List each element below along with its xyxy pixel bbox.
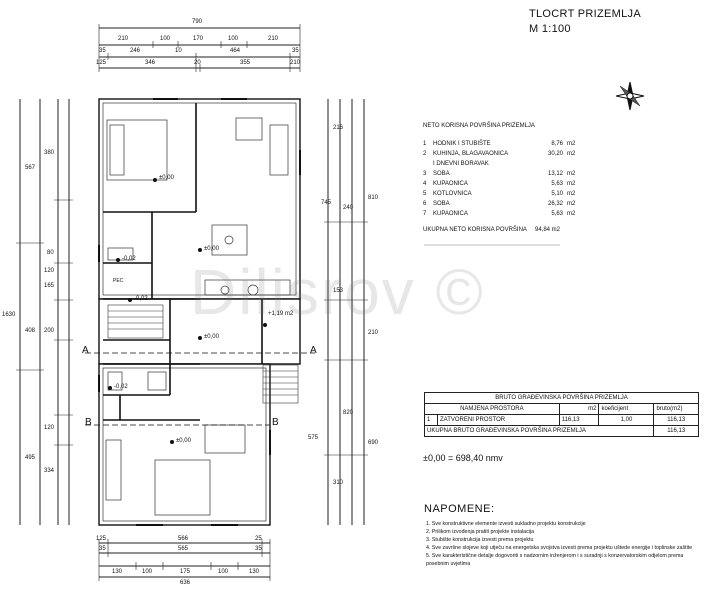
dim-right: 210 xyxy=(368,330,379,336)
dim-bottom: 130 xyxy=(249,569,260,575)
note-item: 3. Stubište konstrukcija izvesti prema p… xyxy=(426,537,534,543)
dim-right: 153 xyxy=(333,288,344,294)
col-header: NAMJENA PROSTORA xyxy=(424,403,560,415)
level-label: ±0,00 xyxy=(176,438,191,444)
dim-bottom-total: 636 xyxy=(180,580,191,586)
note-item: 1. Sve konstruktivne elemente izvesti su… xyxy=(426,521,586,527)
notes-list: 1. Sve konstruktivne elemente izvesti su… xyxy=(426,520,696,568)
dim-left: 408 xyxy=(25,328,36,334)
room-row: I DNEVNI BORAVAK xyxy=(433,161,489,167)
elevation-reference: ±0,00 = 698,40 nmv xyxy=(423,453,503,463)
dim-left: 334 xyxy=(44,468,55,474)
dim-bottom: 565 xyxy=(178,546,189,552)
gross-area-table: BRUTO GRAĐEVINSKA POVRŠINA PRIZEMLJA NAM… xyxy=(423,392,699,437)
table-cell: ZATVORENI PROSTOR xyxy=(437,414,560,426)
notes-header: NAPOMENE: xyxy=(424,503,495,515)
section-mark: A xyxy=(82,345,89,356)
watermark: Dilisrov © xyxy=(190,256,485,328)
dim-top: 10 xyxy=(175,48,182,54)
dim-right: 216 xyxy=(333,125,344,131)
dim-left: 380 xyxy=(44,150,55,156)
dim-left: 120 xyxy=(44,425,55,431)
col-header: m2 xyxy=(558,403,600,415)
dim-top: 35 xyxy=(292,48,299,54)
net-area-header: NETO KORISNA POVRŠINA PRIZEMLJA xyxy=(423,123,535,129)
level-label: ±0,00 xyxy=(204,334,219,340)
dim-left: 567 xyxy=(25,165,36,171)
section-mark: B xyxy=(85,417,92,428)
dim-right: 310 xyxy=(333,480,344,486)
dim-top: 170 xyxy=(193,36,204,42)
dim-top-total: 790 xyxy=(192,19,203,25)
table-cell: UKUPNA BRUTO GRAĐEVINSKA POVRŠINA PRIZEM… xyxy=(423,425,655,437)
table-cell: 116,13 xyxy=(653,425,699,437)
col-header: bruto(m2) xyxy=(653,403,699,415)
room-tag: PEC xyxy=(113,278,124,284)
dim-top: 246 xyxy=(130,48,141,54)
drawing-title: TLOCRT PRIZEMLJA xyxy=(529,8,641,20)
dim-left-total: 1630 xyxy=(2,312,16,318)
dim-right: 240 xyxy=(343,205,354,211)
table-cell: 116,13 xyxy=(558,414,600,426)
note-item: 5. Sve karakteristične detalje dogovorit… xyxy=(426,553,684,567)
dim-left: 120 xyxy=(44,268,55,274)
level-label: ±0,00 xyxy=(159,175,174,181)
level-label: +1,19 m2 xyxy=(268,311,294,317)
dim-right: 810 xyxy=(368,195,379,201)
dim-left: 200 xyxy=(44,328,55,334)
dim-bottom: 130 xyxy=(112,569,123,575)
section-mark: B xyxy=(272,417,279,428)
dim-top: 125 xyxy=(96,60,107,66)
gross-area-header: BRUTO GRAĐEVINSKA POVRŠINA PRIZEMLJA xyxy=(424,392,699,404)
drawing-scale: M 1:100 xyxy=(529,23,571,35)
dim-top: 346 xyxy=(145,60,156,66)
level-label: -0,02 xyxy=(114,384,128,390)
dim-bottom: 566 xyxy=(178,536,189,542)
dim-bottom: 175 xyxy=(180,569,191,575)
col-header: koeficijent xyxy=(598,403,655,415)
dim-top: 100 xyxy=(160,36,171,42)
dim-top: 464 xyxy=(230,48,241,54)
note-item: 2. Prilikom izvođenja pratiti projekte i… xyxy=(426,529,535,535)
table-cell: 1 xyxy=(424,414,438,426)
level-label: ±0,00 xyxy=(204,246,219,252)
dim-top: 355 xyxy=(240,60,251,66)
dim-right: 820 xyxy=(343,410,354,416)
dim-right: 575 xyxy=(308,435,319,441)
dim-left: 165 xyxy=(44,283,55,289)
dim-left: 495 xyxy=(25,455,36,461)
dim-left: 80 xyxy=(47,250,54,256)
dim-top: 210 xyxy=(290,60,301,66)
net-area-total: UKUPNA NETO KORISNA POVRŠINA 94,84 m2 xyxy=(423,227,561,233)
compass-icon xyxy=(615,81,645,111)
dim-bottom: 25 xyxy=(255,536,262,542)
dim-right: 690 xyxy=(368,440,379,446)
dim-right: 745 xyxy=(321,200,332,206)
table-cell: 116,13 xyxy=(653,414,699,426)
section-mark: A xyxy=(310,345,317,356)
dim-bottom: 100 xyxy=(218,569,229,575)
dim-top: 20 xyxy=(194,60,201,66)
level-label: -0,02 xyxy=(122,256,136,262)
level-label: -0,02 xyxy=(134,296,148,302)
dim-bottom: 35 xyxy=(99,546,106,552)
dim-bottom: 100 xyxy=(142,569,153,575)
dim-top: 210 xyxy=(268,36,279,42)
dim-bottom: 35 xyxy=(255,546,262,552)
note-item: 4. Sve završne slojeve koji utječu na en… xyxy=(426,545,693,551)
dim-bottom: 125 xyxy=(96,536,107,542)
dim-top: 35 xyxy=(99,48,106,54)
dim-top: 100 xyxy=(228,36,239,42)
table-cell: 1,00 xyxy=(598,414,655,426)
dim-top: 210 xyxy=(118,36,129,42)
